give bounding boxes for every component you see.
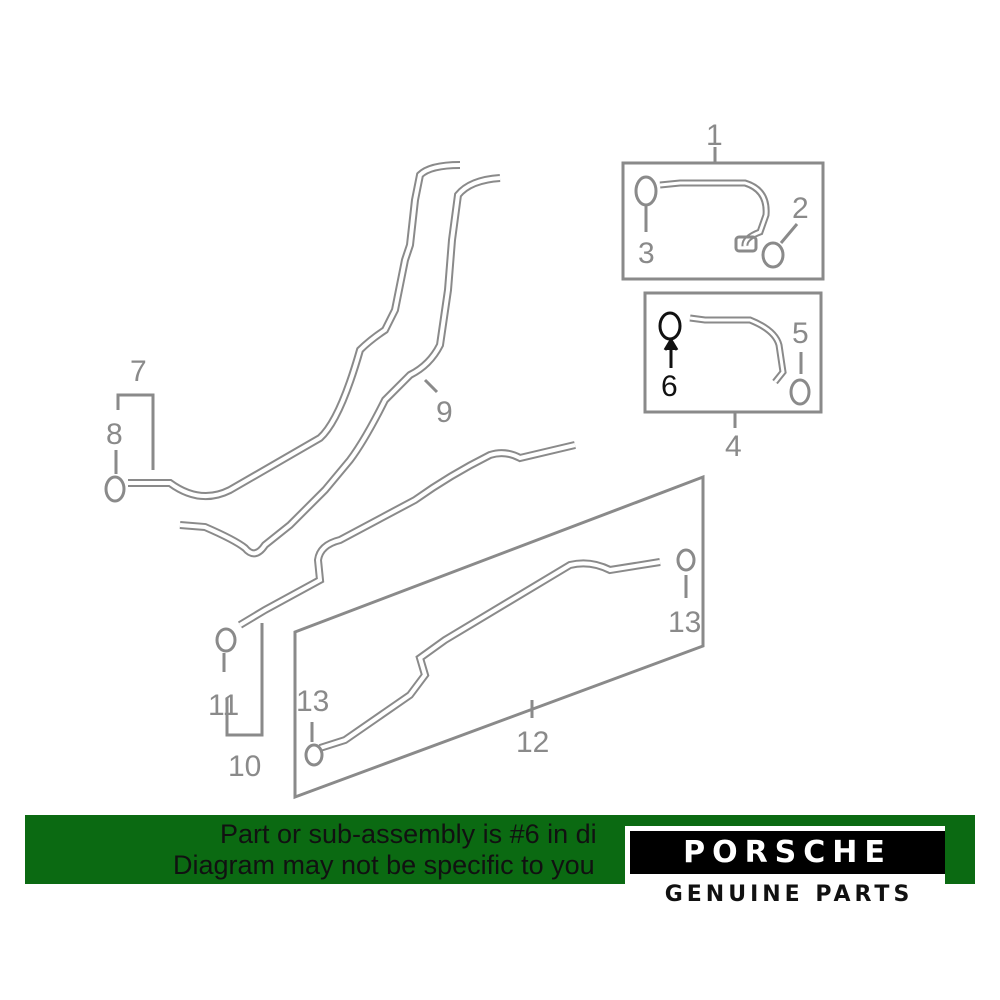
assembly-4-box [643, 291, 823, 428]
logo-wordmark-bar: PORSCHE [630, 831, 945, 874]
callout-9: 9 [436, 396, 453, 429]
highlighted-oring-6 [658, 311, 682, 368]
callout-10: 10 [228, 750, 261, 783]
porsche-genuine-parts-logo: PORSCHE GENUINE PARTS [625, 826, 945, 911]
notice-line-2: Diagram may not be specific to you [173, 850, 595, 880]
logo-tagline: GENUINE PARTS [664, 882, 914, 907]
callout-4: 4 [725, 430, 742, 463]
callout-2: 2 [792, 192, 809, 225]
logo-wordmark: PORSCHE [683, 835, 892, 870]
callout-1: 1 [706, 119, 723, 152]
callout-6: 6 [661, 370, 678, 403]
callout-7: 7 [130, 355, 147, 388]
callout-8: 8 [106, 418, 123, 451]
assembly-12-panel [293, 474, 705, 800]
pipe-10 [215, 441, 576, 737]
notice-line-1: Part or sub-assembly is #6 in di [220, 819, 597, 849]
callout-3: 3 [638, 237, 655, 270]
callout-13-right: 13 [668, 606, 701, 639]
leader-7-8 [114, 378, 439, 474]
assembly-1-box [621, 147, 825, 281]
callout-13-left: 13 [296, 685, 329, 718]
callout-11: 11 [208, 689, 239, 722]
pipe-7 [104, 161, 461, 503]
callout-5: 5 [792, 317, 809, 350]
pipe-9 [179, 174, 501, 558]
callout-12: 12 [516, 726, 549, 759]
